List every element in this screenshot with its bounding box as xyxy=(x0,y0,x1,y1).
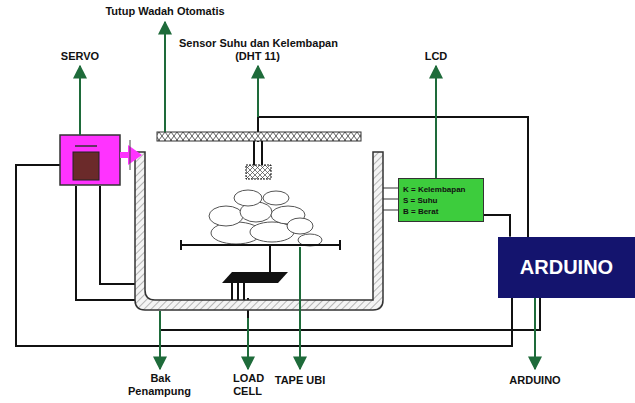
callout-text: Sensor Suhu dan Kelembapan (DHT 11) xyxy=(178,37,338,62)
callout-text: Bak Penampung xyxy=(128,372,192,397)
callout-arrows xyxy=(80,22,535,369)
arduino-box: ARDUINO xyxy=(498,237,635,298)
callout-label: ARDUINO xyxy=(495,374,575,387)
callout-label: Sensor Suhu dan Kelembapan (DHT 11) xyxy=(168,37,348,63)
lcd-pins xyxy=(383,188,398,210)
wires xyxy=(16,117,540,346)
box-title: ARDUINO xyxy=(520,256,613,279)
callout-text: Tutup Wadah Otomatis xyxy=(104,5,225,17)
lcd-legend-line: K = Kelembapan xyxy=(403,184,465,195)
dht11-sensor xyxy=(246,141,271,179)
servo xyxy=(60,135,142,185)
callout-label: SERVO xyxy=(45,50,115,63)
callout-label: TAPE UBI xyxy=(265,374,335,387)
lcd-legend-line: S = Suhu xyxy=(403,195,437,206)
callout-label: LCD xyxy=(411,50,461,63)
lcd-legend-line: B = Berat xyxy=(403,206,438,217)
callout-text: ARDUINO xyxy=(508,374,561,386)
callout-label: LOAD CELL xyxy=(222,372,274,398)
callout-text: TAPE UBI xyxy=(274,374,327,386)
load-cell xyxy=(222,272,288,300)
callout-label: Bak Penampung xyxy=(120,372,200,398)
callout-label: Tutup Wadah Otomatis xyxy=(80,5,250,18)
lcd-box: K = KelembapanS = SuhuB = Berat xyxy=(398,178,484,222)
tape-ubi xyxy=(209,190,322,246)
callout-text: LCD xyxy=(424,50,449,62)
plate xyxy=(181,240,340,275)
callout-text: LOAD CELL xyxy=(232,372,264,397)
callout-text: SERVO xyxy=(60,50,100,62)
tank xyxy=(135,132,383,310)
